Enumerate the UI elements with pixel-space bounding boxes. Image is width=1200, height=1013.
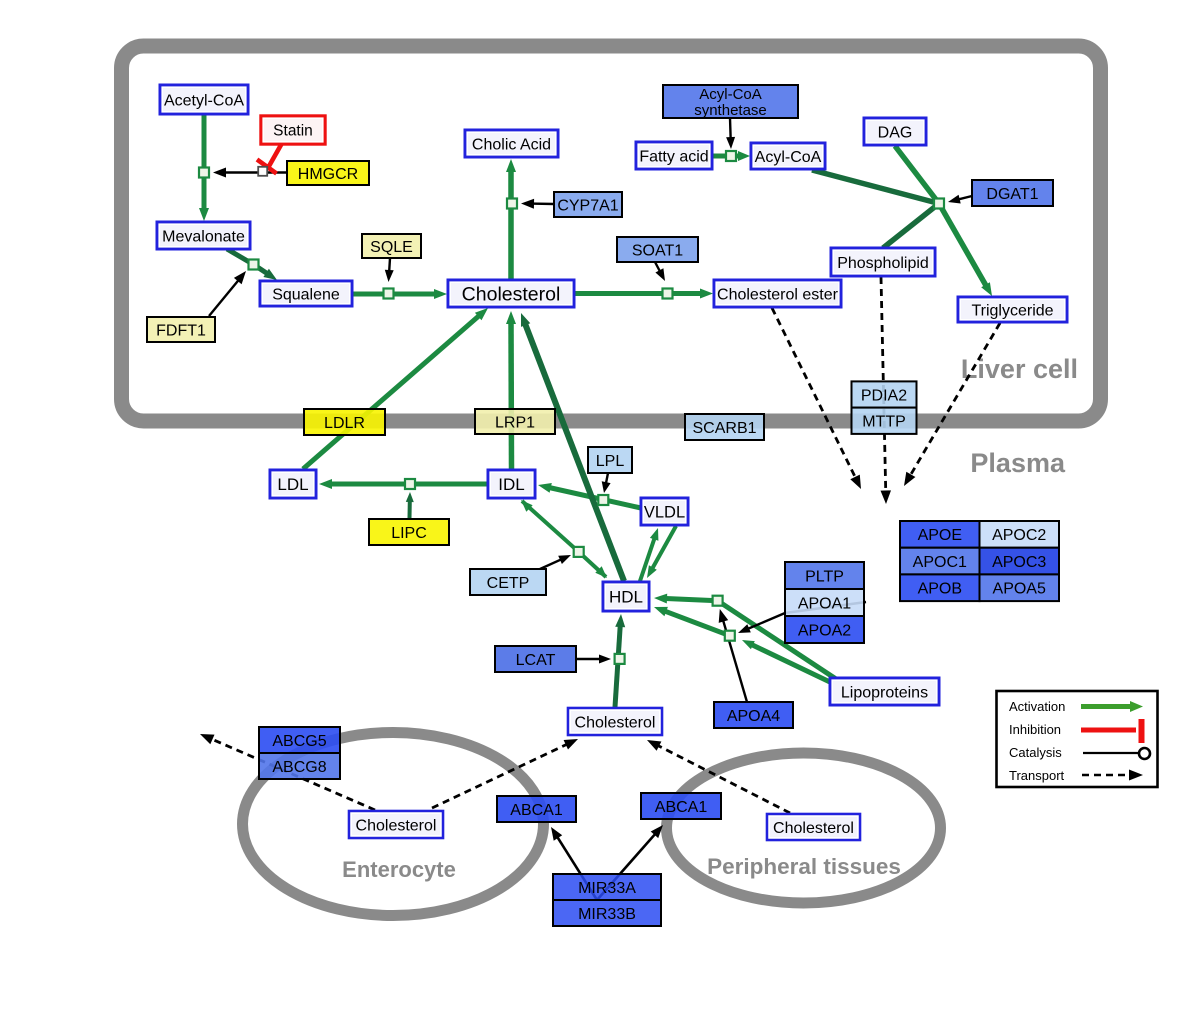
svg-text:LPL: LPL [596,453,625,470]
svg-text:CETP: CETP [487,575,530,592]
svg-text:VLDL: VLDL [644,503,685,521]
svg-text:MTTP: MTTP [862,414,906,431]
svg-text:Inhibition: Inhibition [1009,722,1061,737]
svg-text:Cholesterol: Cholesterol [356,817,437,834]
svg-text:FDFT1: FDFT1 [156,322,206,339]
svg-text:Enterocyte: Enterocyte [342,857,456,882]
svg-text:PDIA2: PDIA2 [861,387,907,404]
svg-text:Peripheral tissues: Peripheral tissues [707,854,901,879]
svg-text:ABCG5: ABCG5 [272,733,326,750]
svg-text:ABCG8: ABCG8 [272,759,326,776]
svg-text:Statin: Statin [273,123,313,140]
svg-text:LCAT: LCAT [516,652,556,669]
svg-text:Liver cell: Liver cell [961,354,1078,384]
svg-text:Fatty acid: Fatty acid [639,148,708,165]
svg-text:APOA4: APOA4 [727,708,780,725]
svg-text:APOC3: APOC3 [992,554,1046,571]
svg-text:SQLE: SQLE [370,239,413,256]
svg-text:Plasma: Plasma [970,448,1066,478]
svg-text:Cholesterol: Cholesterol [462,284,561,306]
svg-text:APOC2: APOC2 [992,527,1046,544]
svg-text:Cholic Acid: Cholic Acid [472,136,551,153]
svg-text:synthetase: synthetase [694,102,767,119]
svg-text:MIR33B: MIR33B [578,906,636,923]
svg-text:IDL: IDL [498,475,524,494]
svg-text:Phospholipid: Phospholipid [837,255,929,272]
svg-text:HDL: HDL [609,588,643,607]
svg-text:LRP1: LRP1 [495,414,535,431]
svg-text:APOA1: APOA1 [798,595,851,612]
svg-text:APOC1: APOC1 [913,554,967,571]
svg-text:Mevalonate: Mevalonate [162,228,245,245]
svg-text:Acyl-CoA: Acyl-CoA [699,86,762,103]
svg-text:APOA2: APOA2 [798,622,851,639]
svg-text:APOE: APOE [918,527,962,544]
svg-text:HMGCR: HMGCR [298,166,358,183]
svg-text:CYP7A1: CYP7A1 [557,197,618,214]
svg-text:Triglyceride: Triglyceride [971,302,1053,319]
svg-text:LIPC: LIPC [391,525,427,542]
svg-text:ABCA1: ABCA1 [510,802,563,819]
svg-text:APOA5: APOA5 [993,581,1046,598]
svg-text:LDLR: LDLR [324,415,365,432]
svg-text:Cholesterol: Cholesterol [773,820,854,837]
svg-text:Acetyl-CoA: Acetyl-CoA [164,92,244,109]
svg-text:APOB: APOB [918,581,962,598]
svg-text:Cholesterol ester: Cholesterol ester [717,286,839,303]
svg-text:Transport: Transport [1009,768,1065,783]
svg-text:Catalysis: Catalysis [1009,745,1062,760]
svg-text:ABCA1: ABCA1 [655,799,708,816]
svg-text:Squalene: Squalene [272,286,340,303]
svg-text:LDL: LDL [277,475,308,494]
svg-text:Activation: Activation [1009,699,1065,714]
svg-text:MIR33A: MIR33A [578,880,636,897]
svg-text:DGAT1: DGAT1 [986,186,1038,203]
svg-text:Acyl-CoA: Acyl-CoA [755,149,822,166]
svg-text:DAG: DAG [878,124,913,141]
svg-text:SOAT1: SOAT1 [632,242,683,259]
svg-text:Cholesterol: Cholesterol [575,714,656,731]
svg-text:Lipoproteins: Lipoproteins [841,684,928,701]
svg-text:PLTP: PLTP [805,568,844,585]
svg-text:SCARB1: SCARB1 [692,420,756,437]
